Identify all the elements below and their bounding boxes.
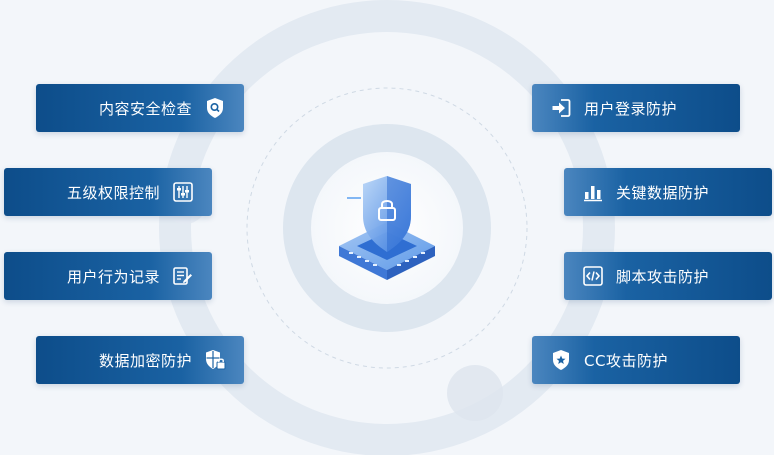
shield-star-icon bbox=[550, 349, 572, 371]
bar-chart-icon bbox=[582, 181, 604, 203]
feature-card-left-2: 五级权限控制 bbox=[4, 168, 212, 216]
feature-label: CC攻击防护 bbox=[584, 351, 668, 370]
shield-lock-icon bbox=[204, 349, 226, 371]
feature-card-right-3: 脚本攻击防护 bbox=[564, 252, 772, 300]
feature-card-left-4: 数据加密防护 bbox=[36, 336, 244, 384]
shield-search-icon bbox=[204, 97, 226, 119]
feature-card-left-3: 用户行为记录 bbox=[4, 252, 212, 300]
feature-card-left-1: 内容安全检查 bbox=[36, 84, 244, 132]
feature-card-right-1: 用户登录防护 bbox=[532, 84, 740, 132]
login-icon bbox=[550, 97, 572, 119]
feature-label: 用户行为记录 bbox=[66, 267, 160, 286]
feature-label: 用户登录防护 bbox=[584, 99, 678, 118]
edit-document-icon bbox=[172, 265, 194, 287]
code-icon bbox=[582, 265, 604, 287]
feature-label: 关键数据防护 bbox=[616, 183, 710, 202]
feature-label: 数据加密防护 bbox=[98, 351, 192, 370]
central-shield-illustration bbox=[339, 176, 435, 280]
sliders-icon bbox=[172, 181, 194, 203]
feature-label: 脚本攻击防护 bbox=[616, 267, 710, 286]
feature-label: 五级权限控制 bbox=[66, 183, 160, 202]
feature-card-right-4: CC攻击防护 bbox=[532, 336, 740, 384]
feature-card-right-2: 关键数据防护 bbox=[564, 168, 772, 216]
feature-label: 内容安全检查 bbox=[98, 99, 192, 118]
